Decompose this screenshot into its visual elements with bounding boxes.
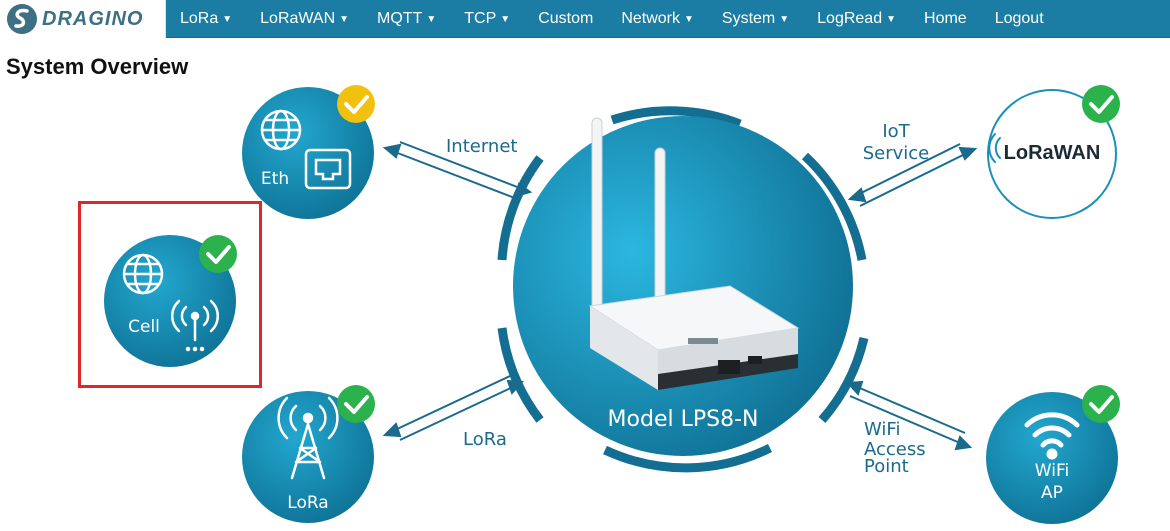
nav-home-label: Home: [924, 10, 967, 27]
nav-lora[interactable]: LoRa▼: [166, 0, 246, 38]
router-device-icon: [588, 285, 800, 390]
chevron-down-icon: ▼: [779, 13, 790, 25]
nav-logout-label: Logout: [994, 10, 1044, 27]
ok-check-icon: [337, 385, 375, 423]
nav-logread-label: LogRead: [817, 10, 883, 27]
ok-check-icon: [1082, 85, 1120, 123]
nav-network[interactable]: Network ▼: [607, 0, 708, 38]
iot-service-label-line1: IoT: [882, 121, 910, 142]
chevron-down-icon: ▼: [500, 13, 511, 25]
nav-tcp[interactable]: TCP▼: [450, 0, 524, 38]
wifi-node-label-line1: WiFi: [1035, 461, 1069, 481]
globe-icon: [122, 253, 164, 295]
brand-name: DRAGINO: [42, 7, 144, 30]
ok-check-icon: [1082, 385, 1120, 423]
internet-link-label: Internet: [446, 136, 517, 157]
top-nav-bar: DRAGINO LoRa▼ LoRaWAN▼ MQTT▼ TCP▼ Custom…: [0, 0, 1170, 38]
nav-home[interactable]: Home: [910, 0, 981, 38]
eth-node-label: Eth: [261, 169, 289, 189]
chevron-down-icon: ▼: [426, 13, 437, 25]
wifi-icon: [1024, 412, 1080, 460]
wifi-ap-node[interactable]: WiFi AP: [986, 385, 1120, 524]
cell-node-highlight-box: [78, 201, 262, 388]
wifi-node-label-line2: AP: [1041, 483, 1063, 503]
wifi-label-line2: Access: [864, 439, 926, 460]
globe-icon: [260, 109, 302, 151]
lora-link-label: LoRa: [463, 429, 507, 450]
lorawan-node[interactable]: LoRaWAN: [987, 85, 1120, 219]
lorawan-signal-icon: [988, 133, 1001, 163]
nav-custom[interactable]: Custom: [524, 0, 607, 38]
main-nav: LoRa▼ LoRaWAN▼ MQTT▼ TCP▼ Custom Network…: [166, 0, 1058, 38]
nav-custom-label: Custom: [538, 10, 594, 27]
nav-lorawan-label: LoRaWAN: [260, 10, 336, 27]
gateway-hub[interactable]: Model LPS8-N: [513, 116, 853, 456]
wifi-label-line1: WiFi: [864, 419, 900, 440]
cell-node[interactable]: Cell: [104, 235, 237, 367]
radio-tower-icon: [277, 396, 339, 480]
nav-system-label: System: [721, 10, 776, 27]
chevron-down-icon: ▼: [684, 13, 694, 25]
lorawan-logo-text: LoRaWAN: [1004, 142, 1101, 164]
wifi-label-line3: Point: [864, 456, 909, 477]
system-overview-diagram: Model LPS8-N Internet IoT Service LoRa W…: [104, 85, 1120, 524]
ethernet-port-icon: [304, 148, 352, 190]
chevron-down-icon: ▼: [339, 13, 350, 25]
nav-lorawan[interactable]: LoRaWAN▼: [246, 0, 363, 38]
nav-mqtt-label: MQTT: [377, 10, 423, 27]
page-title: System Overview: [6, 54, 189, 79]
nav-tcp-label: TCP: [464, 10, 497, 27]
nav-logread[interactable]: LogRead▼: [803, 0, 910, 38]
chevron-down-icon: ▼: [886, 13, 897, 25]
dragino-logo[interactable]: DRAGINO: [0, 0, 166, 38]
antenna-icon: [591, 117, 666, 319]
ok-check-icon: [199, 235, 237, 273]
warning-check-icon: [337, 85, 375, 123]
lora-node-label: LoRa: [287, 493, 328, 513]
lora-node[interactable]: LoRa: [242, 385, 375, 523]
nav-lora-label: LoRa: [180, 10, 219, 27]
nav-system[interactable]: System▼: [708, 0, 803, 38]
chevron-down-icon: ▼: [222, 13, 233, 25]
nav-logout[interactable]: Logout: [981, 0, 1058, 38]
nav-network-label: Network: [621, 10, 680, 27]
hub-ring: [497, 106, 869, 473]
link-arrows: [382, 141, 978, 451]
nav-mqtt[interactable]: MQTT▼: [363, 0, 450, 38]
eth-node[interactable]: Eth: [242, 85, 375, 219]
cell-node-label: Cell: [128, 317, 160, 337]
cell-signal-icon: [170, 299, 220, 352]
device-model-label: Model LPS8-N: [608, 407, 759, 432]
dragino-logo-icon: [7, 4, 37, 34]
iot-service-label-line2: Service: [863, 143, 930, 164]
